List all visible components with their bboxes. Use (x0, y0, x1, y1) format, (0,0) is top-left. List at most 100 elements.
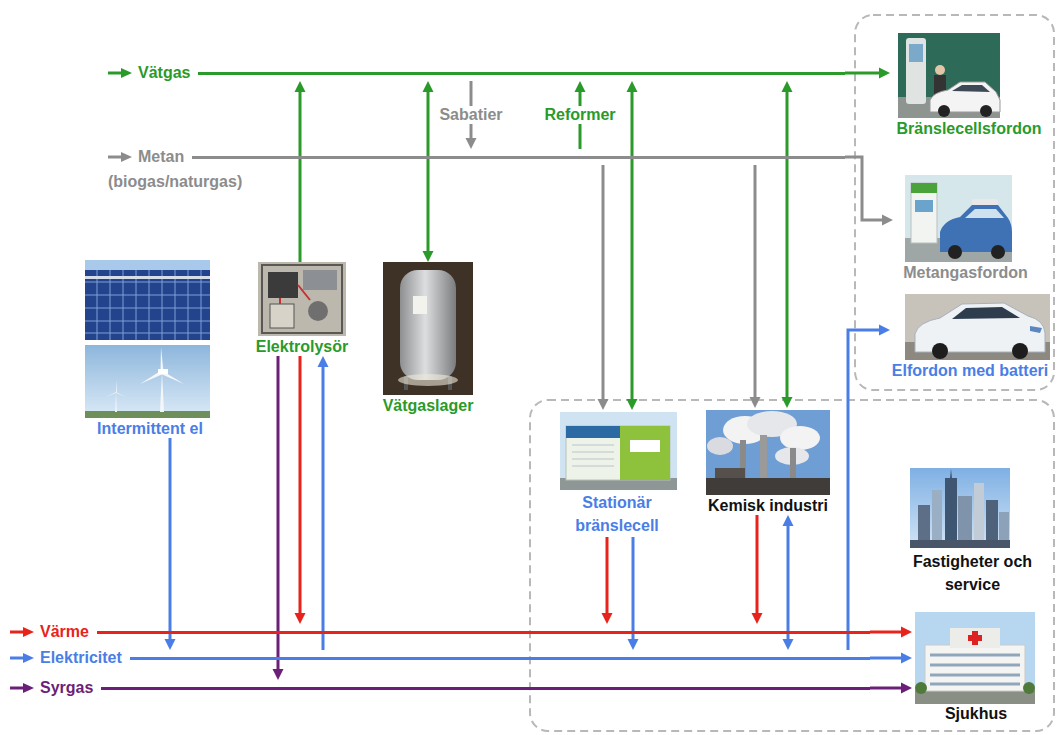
flow-connector (423, 81, 434, 262)
connector-arrowhead (750, 397, 761, 408)
connector-arrowhead (295, 81, 306, 92)
wind-turbine-photo-part (85, 411, 210, 418)
chemical-industry-photo-part (707, 437, 733, 455)
process-label: Reformer (541, 106, 618, 124)
electric-vehicle-photo-part (905, 294, 1050, 360)
connector-line (631, 91, 634, 400)
bus-label: Värme (40, 624, 89, 640)
picture-node: Metangasfordon (893, 175, 1038, 282)
bus-label: Elektricitet (40, 650, 122, 666)
picture-node: Elektrolysör (250, 262, 354, 356)
hydrogen-tank-photo-part (413, 296, 427, 314)
connector-arrowhead (165, 639, 176, 650)
bus-start-arrow (108, 151, 132, 163)
connector-arrowhead (423, 251, 434, 262)
bus-label: Vätgas (138, 65, 190, 81)
stationary-fuel-cell-photo-part (572, 445, 614, 466)
connector-line (754, 165, 757, 398)
city-buildings-photo-part (910, 468, 1010, 548)
methane-vehicle-photo-part (948, 245, 962, 259)
flow-bus: Värme (10, 624, 870, 640)
process-label: Sabatier (436, 106, 505, 124)
wind-turbine-photo (85, 345, 210, 418)
connector-arrowhead (879, 68, 890, 79)
dashed-group-outline-part (855, 15, 1054, 390)
flow-bus: Vätgas (108, 65, 845, 81)
node-caption: Kemisk industri (700, 496, 836, 515)
stationary-fuel-cell-photo-part (620, 426, 670, 480)
flow-connector (165, 438, 176, 650)
bus-start-arrow-head (121, 68, 132, 78)
electrolyser-photo-part (262, 265, 342, 333)
connector-line (870, 657, 902, 660)
electric-vehicle-photo-part (932, 343, 948, 359)
connector-arrowhead (627, 81, 638, 92)
fuel-cell-vehicle-photo-part (935, 65, 945, 75)
methane-vehicle-photo-part (915, 200, 933, 212)
bus-sublabel: (biogas/naturgas) (108, 172, 242, 191)
electrolyser-photo-part (270, 304, 294, 328)
solar-panel-photo-part (85, 270, 210, 340)
flow-bus: Metan (108, 149, 845, 165)
hospital-photo-part (1023, 682, 1035, 694)
solar-panel-photo-part (85, 260, 210, 340)
connector-line (602, 165, 605, 400)
wind-turbine-photo-part (160, 372, 164, 412)
connector-arrowhead (628, 639, 639, 650)
connector-line (277, 356, 280, 670)
connector-arrowhead (901, 653, 912, 664)
connector-arrowhead (879, 325, 890, 336)
methane-vehicle-photo-part (911, 183, 937, 193)
dashed-group-outline-part (530, 400, 1054, 731)
flow-connector (870, 627, 912, 638)
wind-turbine-photo-part (115, 392, 117, 412)
bus-line (130, 657, 870, 660)
hospital-photo (915, 612, 1035, 704)
bus-start-arrow-head (121, 152, 132, 162)
connector-arrowhead (901, 627, 912, 638)
connector-arrowhead (901, 683, 912, 694)
bus-start-arrow-head (23, 627, 34, 637)
bus-start-arrow-head (23, 683, 34, 693)
picture-node: Elfordon med batteri (890, 294, 1050, 380)
connector-arrowhead (295, 613, 306, 624)
electric-vehicle-photo-part (915, 303, 1045, 352)
picture-node: Fastigheter och service (900, 468, 1045, 596)
node-caption: Bränslecellsfordon (890, 119, 1048, 138)
connector-line (322, 366, 325, 650)
electrolyser-photo-part (280, 285, 310, 304)
stationary-fuel-cell-photo-part (560, 412, 677, 490)
hospital-photo-part (950, 628, 1000, 648)
electrolyser-photo (258, 262, 346, 336)
bus-label: Syrgas (40, 680, 93, 696)
bus-start-arrow-shaft (108, 156, 123, 159)
connector-line (427, 91, 430, 252)
electrolyser-photo-part (268, 272, 298, 298)
node-caption: Sjukhus (912, 704, 1040, 723)
flow-connector (602, 537, 613, 624)
methane-vehicle-photo-part (905, 175, 1012, 262)
connector-line (756, 515, 759, 614)
flow-connector (750, 165, 761, 408)
picture-node: Intermittent el (80, 258, 220, 438)
connector-arrowhead (466, 138, 477, 149)
bus-start-arrow-shaft (108, 72, 123, 75)
wind-turbine-photo-part (158, 369, 168, 374)
flow-connector (295, 356, 306, 624)
connector-arrowhead (602, 613, 613, 624)
connector-line (870, 631, 902, 634)
bus-start-arrow-shaft (10, 687, 25, 690)
city-buildings-photo-part (945, 478, 957, 548)
connector-arrowhead (782, 81, 793, 92)
node-caption: Metangasfordon (893, 263, 1038, 282)
hospital-photo-part (915, 690, 1035, 704)
hydrogen-tank-photo-part (400, 270, 456, 380)
wind-turbine-photo-part (85, 345, 210, 418)
bus-start-arrow (10, 682, 34, 694)
flow-connector (627, 81, 638, 410)
flow-connector (845, 157, 893, 226)
hospital-photo-part (925, 645, 1025, 691)
connector-line (606, 537, 609, 614)
fuel-cell-vehicle-photo-part (938, 105, 950, 117)
